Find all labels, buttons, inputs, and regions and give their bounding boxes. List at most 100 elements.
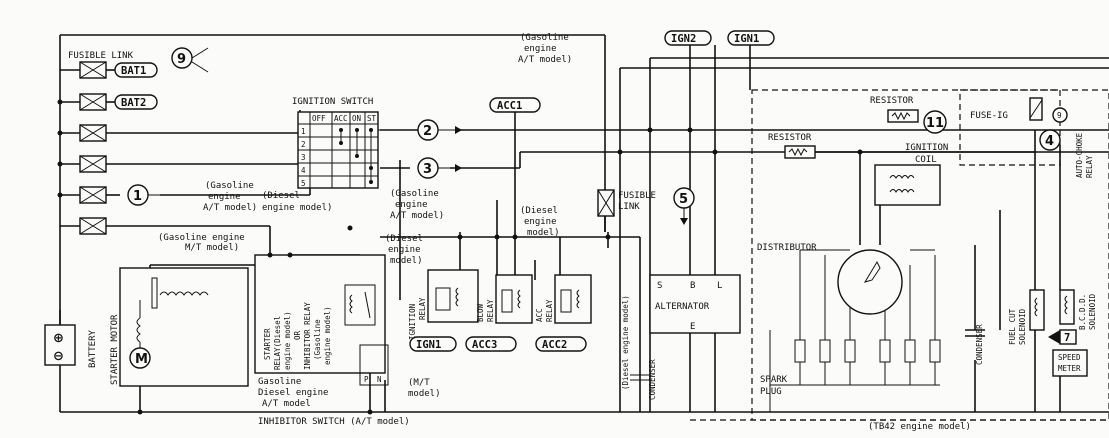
diesel-mid-1: (Diesel — [262, 191, 300, 201]
starter-relay-l7: engine model) — [323, 306, 332, 365]
gas-at-left-2: engine — [208, 192, 241, 202]
gas-at-mid-3: A/T model) — [390, 211, 444, 221]
marker-9b-label: 9 — [1057, 111, 1062, 120]
ignition-relay-l2: RELAY — [418, 297, 427, 320]
sw-col-off: OFF — [312, 114, 326, 123]
diesel-right2-1: (Diesel — [520, 206, 558, 216]
diesel-right-2: engine — [388, 245, 421, 255]
fuse-ig-outline — [959, 89, 1061, 166]
speed-meter-2: METER — [1058, 364, 1081, 373]
gas-mt-2: M/T model) — [185, 243, 239, 253]
marker-5-label: 5 — [679, 192, 688, 207]
speed-meter-1: SPEED — [1058, 353, 1081, 362]
gas-mt-1: (Gasoline engine — [158, 233, 245, 243]
alt-l: L — [717, 281, 722, 291]
alt-e: E — [690, 322, 695, 332]
relays: IGNITION RELAY BLOW RELAY ACC RELAY IGN1… — [408, 269, 592, 352]
motor-label: M — [135, 352, 148, 367]
condenser-right-label: CONDENSER — [975, 324, 984, 365]
tb42-label: (TB42 engine model) — [868, 422, 971, 432]
ign1-top-tag — [727, 30, 775, 46]
inhibitor-switch-label: INHIBITOR SWITCH (A/T model) — [258, 417, 410, 427]
gas-at-top-1: (Gasoline — [520, 33, 569, 43]
marker-4-label: 4 — [1045, 134, 1054, 149]
starter-relay-l1: STARTER — [263, 328, 272, 360]
starter-relay-l4: OR — [293, 330, 302, 340]
markers: 9 1 2 3 5 11 4 9 7 — [127, 47, 1077, 345]
mt-model-1: (M/T — [408, 378, 430, 388]
acc-relay-box — [554, 274, 592, 324]
marker-4 — [1039, 129, 1061, 151]
battery-minus: ⊖ — [53, 349, 64, 364]
battery-plus: ⊕ — [53, 331, 64, 346]
sw-col-st: ST — [367, 114, 377, 123]
marker-11-label: 11 — [926, 116, 944, 131]
tb42-area: RESISTOR RESISTOR IGNITION COIL FUSE-IG … — [757, 96, 1097, 432]
spark-plug-2: PLUG — [760, 387, 782, 397]
speed-meter-box — [1052, 349, 1088, 377]
distributor-label: DISTRIBUTOR — [757, 243, 817, 253]
battery-box — [44, 324, 76, 366]
starter-relay: STARTER RELAY(Diesel engine model) OR IN… — [254, 254, 389, 386]
ignition-relay-l1: IGNITION — [408, 304, 417, 340]
bat1-label: BAT1 — [121, 65, 146, 77]
acc1-tag — [489, 97, 541, 113]
gas-at-top-2: engine — [524, 44, 557, 54]
fusible-links — [79, 61, 615, 235]
condenser-left-label: CONDENSER — [648, 359, 657, 400]
inhibitor-n: N — [377, 375, 382, 384]
ign2-label: IGN2 — [671, 33, 696, 45]
marker-7-label: 7 — [1064, 332, 1070, 344]
ignition-switch: IGNITION SWITCH OFF ACC ON ST 1 2 3 4 5 — [292, 97, 418, 189]
diesel-mid-2: engine model) — [262, 203, 332, 213]
ign1-bottom-label: IGN1 — [416, 339, 441, 351]
acc-relay-l1: ACC — [535, 308, 544, 322]
bat2-label: BAT2 — [121, 97, 146, 109]
alt-s: S — [657, 281, 662, 291]
acc2-label: ACC2 — [542, 339, 567, 351]
acc3-tag — [465, 336, 517, 352]
battery: ⊕ ⊖ BATTERY — [44, 324, 98, 368]
diesel-right-3: model) — [390, 256, 423, 266]
battery-label: BATTERY — [88, 329, 98, 368]
ignition-coil-1: IGNITION — [905, 143, 948, 153]
acc-relay-l2: RELAY — [545, 299, 554, 322]
gas-at-mid-1: (Gasoline — [390, 189, 439, 199]
diesel-right-1: (Diesel — [385, 234, 423, 244]
diesel-right2-3: model) — [527, 228, 560, 238]
ign2-tag — [664, 30, 712, 46]
sw-row-1: 1 — [301, 127, 306, 136]
marker-11 — [923, 110, 947, 134]
alternator-label: ALTERNATOR — [655, 302, 710, 312]
sw-col-acc: ACC — [334, 114, 348, 123]
bat2-tag — [114, 94, 158, 110]
blow-relay-box — [495, 274, 533, 324]
fusible-link-2-1: FUSIBLE — [618, 191, 656, 201]
ignition-switch-label: IGNITION SWITCH — [292, 97, 373, 107]
ign1-bottom-tag — [409, 336, 457, 352]
fuel-cut-2: SOLENOID — [1018, 308, 1027, 345]
starter-relay-l3: engine model) — [283, 311, 292, 370]
inhibitor-p: P — [364, 375, 369, 384]
bcdd-2: SOLENOID — [1088, 293, 1097, 330]
marker-1-label: 1 — [133, 189, 142, 204]
starter-relay-box — [254, 254, 386, 374]
fusible-link-2-2: LINK — [618, 202, 640, 212]
ignition-coil-2: COIL — [915, 155, 937, 165]
marker-9-label: 9 — [177, 52, 186, 67]
sw-col-on: ON — [352, 114, 361, 123]
starter-relay-l5: INHIBITOR RELAY — [303, 302, 312, 370]
marker-2-label: 2 — [423, 124, 432, 139]
acc3-label: ACC3 — [472, 339, 497, 351]
alt-b: B — [690, 281, 695, 291]
distributor — [837, 249, 903, 315]
ign1-top-label: IGN1 — [734, 33, 759, 45]
alternator-area: CONDENSER (Diesel engine model) S B L AL… — [621, 274, 741, 400]
diesel-vertical-label: (Diesel engine model) — [621, 295, 630, 390]
resistor-mid-label: RESISTOR — [768, 133, 812, 143]
marker-3-label: 3 — [423, 162, 432, 177]
blow-relay-l2: RELAY — [486, 299, 495, 322]
ignition-coil-box — [874, 164, 941, 206]
